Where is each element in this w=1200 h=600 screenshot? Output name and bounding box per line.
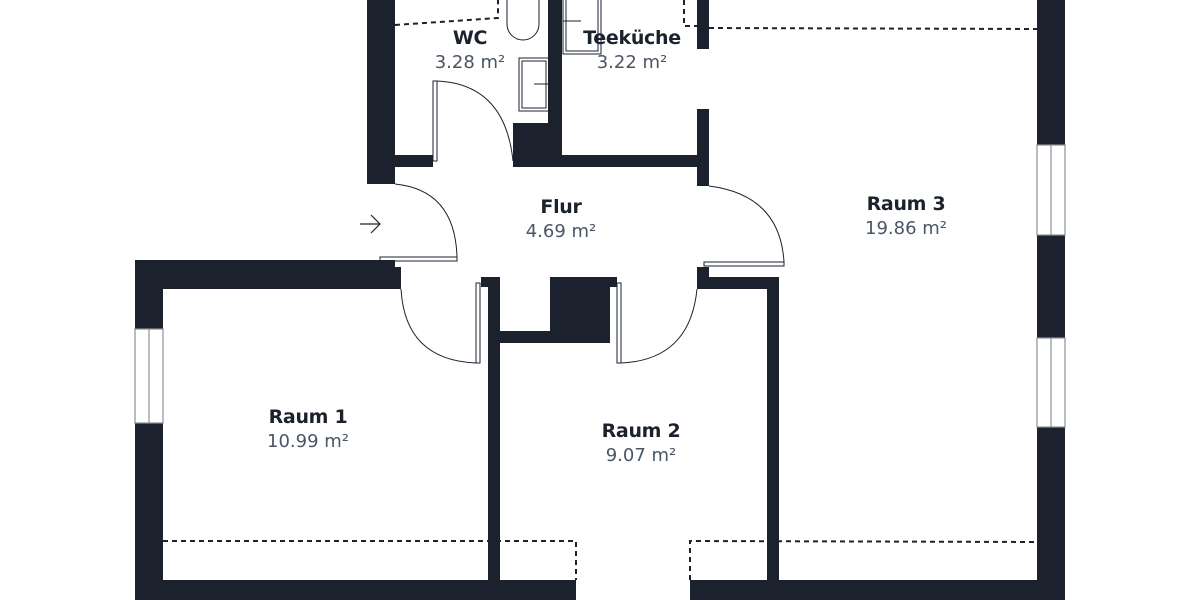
room-label-raum1: Raum 1 10.99 m²: [267, 405, 349, 455]
room-name: Raum 2: [601, 420, 681, 442]
doors: [379, 80, 785, 364]
room-name: Raum 3: [866, 193, 946, 215]
room-area: 4.69 m²: [525, 221, 597, 242]
room-label-teekueche: Teeküche 3.22 m²: [583, 26, 681, 76]
room-label-wc: WC 3.28 m²: [435, 26, 506, 76]
room-name: WC: [452, 27, 488, 49]
room-label-flur: Flur 4.69 m²: [526, 195, 597, 245]
room-label-raum3: Raum 3 19.86 m²: [865, 192, 947, 242]
room-area: 3.22 m²: [596, 52, 668, 73]
room-name: Raum 1: [268, 406, 348, 428]
room-name: Flur: [540, 196, 582, 218]
room-area: 19.86 m²: [864, 218, 948, 239]
room-name: Teeküche: [583, 27, 681, 49]
room-label-raum2: Raum 2 9.07 m²: [602, 419, 681, 469]
arrow-right-icon: [360, 214, 381, 234]
room-area: 3.28 m²: [434, 52, 506, 73]
windows: [134, 144, 1066, 428]
fixtures: [506, 0, 602, 112]
room-area: 9.07 m²: [605, 445, 677, 466]
room-area: 10.99 m²: [266, 431, 350, 452]
walls: [135, 0, 1065, 600]
dashed-lines: [163, 0, 1038, 580]
